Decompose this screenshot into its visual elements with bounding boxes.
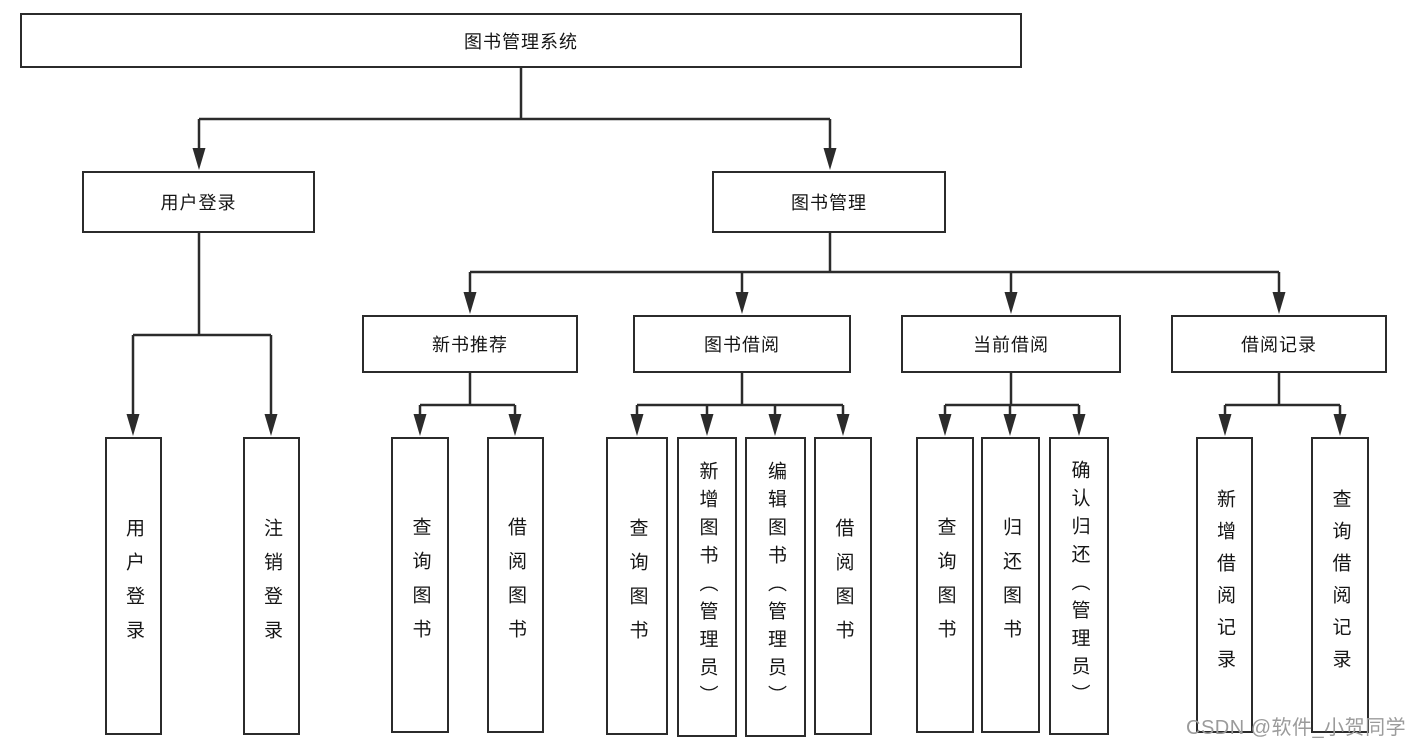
arrowhead-icon: [1004, 292, 1018, 314]
node-new-book-recommend: 新书推荐: [362, 315, 578, 373]
arrowhead-icon: [192, 148, 206, 170]
node-book-management: 图书管理: [712, 171, 946, 233]
arrowhead-icon: [413, 414, 427, 436]
leaf-records-query-record: 查询借阅记录: [1311, 437, 1369, 733]
arrowhead-icon: [768, 414, 782, 436]
node-user-login: 用户登录: [82, 171, 315, 233]
leaf-borrow-edit-books-admin: 编辑图书（管理员）: [745, 437, 806, 737]
arrowhead-icon: [938, 414, 952, 436]
leaf-current-return-books: 归还图书: [981, 437, 1040, 733]
node-root-system: 图书管理系统: [20, 13, 1022, 68]
arrowhead-icon: [1333, 414, 1347, 436]
arrowhead-icon: [630, 414, 644, 436]
csdn-watermark: CSDN @软件_小贺同学: [1186, 717, 1405, 739]
node-borrow-records: 借阅记录: [1171, 315, 1387, 373]
arrowhead-icon: [700, 414, 714, 436]
arrowhead-icon: [1072, 414, 1086, 436]
leaf-borrow-add-books-admin: 新增图书（管理员）: [677, 437, 737, 737]
leaf-user-login: 用户登录: [105, 437, 162, 735]
arrowhead-icon: [126, 414, 140, 436]
arrowhead-icon: [836, 414, 850, 436]
arrowhead-icon: [508, 414, 522, 436]
arrowhead-icon: [264, 414, 278, 436]
leaf-newbook-borrow-books: 借阅图书: [487, 437, 544, 733]
leaf-borrow-query-books: 查询图书: [606, 437, 668, 735]
leaf-logout: 注销登录: [243, 437, 300, 735]
arrowhead-icon: [463, 292, 477, 314]
leaf-current-query-books: 查询图书: [916, 437, 974, 733]
arrowhead-icon: [1218, 414, 1232, 436]
arrowhead-icon: [1003, 414, 1017, 436]
leaf-records-add-record: 新增借阅记录: [1196, 437, 1253, 733]
node-current-borrow: 当前借阅: [901, 315, 1121, 373]
arrowhead-icon: [735, 292, 749, 314]
leaf-newbook-query-books: 查询图书: [391, 437, 449, 733]
leaf-current-confirm-return-admin: 确认归还（管理员）: [1049, 437, 1109, 735]
arrowhead-icon: [823, 148, 837, 170]
arrowhead-icon: [1272, 292, 1286, 314]
leaf-borrow-borrow-books: 借阅图书: [814, 437, 872, 735]
node-book-borrow: 图书借阅: [633, 315, 851, 373]
